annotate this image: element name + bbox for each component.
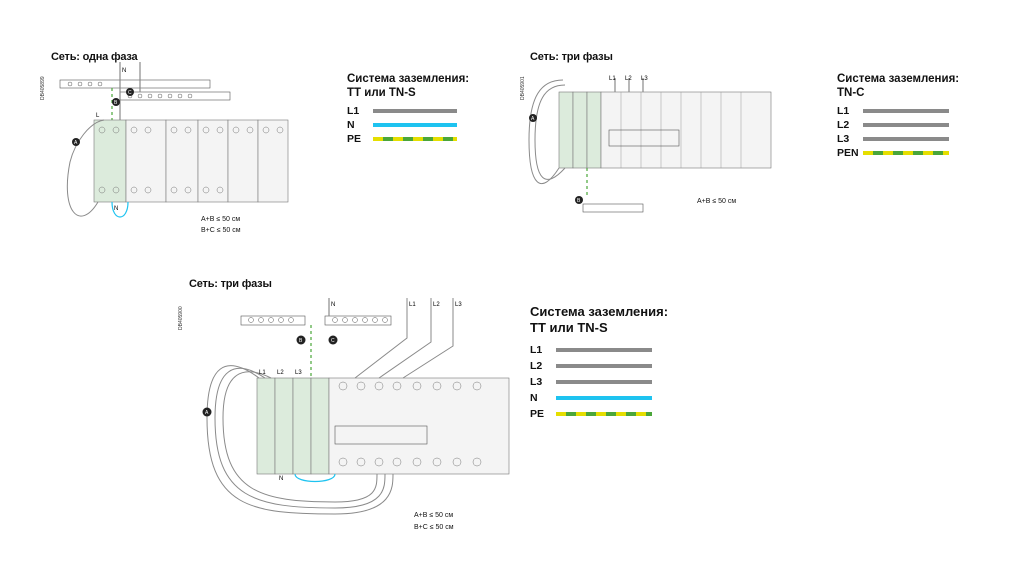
legend1-row: PE <box>347 132 469 146</box>
legend3-subtitle: TT или TN-S <box>530 320 608 335</box>
earth-bar <box>240 315 306 326</box>
diagram3-title: Сеть: три фазы <box>189 278 272 290</box>
earth-bar <box>59 79 211 89</box>
svg-text:L3: L3 <box>295 370 302 376</box>
legend3-title: Система заземления: <box>530 304 669 319</box>
svg-text:A: A <box>74 140 78 146</box>
diagram1-title: Сеть: одна фаза <box>51 51 138 63</box>
svg-text:N: N <box>279 476 283 482</box>
neutral-bar <box>324 315 392 326</box>
diagram3-schematic: N L1 L2 L3 L1 L2 L3 N A B C <box>202 298 510 515</box>
legend2: Система заземления: TN-C L1 L2 L3 PEN <box>837 72 959 160</box>
diagram3-note-2: B+C ≤ 50 см <box>414 524 454 531</box>
legend3: Система заземления: TT или TN-S L1 L2 L3… <box>530 304 668 422</box>
diagram3-note-1: A+B ≤ 50 см <box>414 512 454 519</box>
svg-text:N: N <box>331 302 335 308</box>
diagram1-note-1: A+B ≤ 50 см <box>201 216 241 223</box>
legend1-row: N <box>347 118 469 132</box>
pen-bar <box>582 203 644 213</box>
label-L: L <box>96 113 100 119</box>
svg-text:B: B <box>577 198 581 204</box>
svg-text:C: C <box>331 338 335 344</box>
svg-text:L3: L3 <box>455 302 462 308</box>
legend1-subtitle: TT или TN-S <box>347 87 416 99</box>
spd-module <box>93 119 127 203</box>
legend1-title: Система заземления: <box>347 73 470 85</box>
legend2-row: L3 <box>837 132 959 146</box>
diagram1-schematic: N L N A B C <box>59 62 289 218</box>
diagram3-code: DB405900 <box>178 306 184 330</box>
breaker <box>125 119 167 203</box>
svg-text:L2: L2 <box>433 302 440 308</box>
legend3-row: L2 <box>530 358 668 374</box>
legend3-row: L3 <box>530 374 668 390</box>
legend3-row: L1 <box>530 342 668 358</box>
legend2-subtitle: TN-C <box>837 87 865 99</box>
diagram2-schematic: L1 L2 L3 A B <box>528 76 772 213</box>
legend1: Система заземления: TT или TN-S L1 N PE <box>347 72 469 146</box>
svg-text:L2: L2 <box>277 370 284 376</box>
diagram1-note-2: B+C ≤ 50 см <box>201 227 241 234</box>
legend2-row: PEN <box>837 146 959 160</box>
legend2-row: L1 <box>837 104 959 118</box>
svg-text:B: B <box>299 338 303 344</box>
svg-text:A: A <box>205 410 209 416</box>
label-N-bottom: N <box>114 206 118 212</box>
neutral-bar <box>119 91 231 101</box>
svg-text:L3: L3 <box>641 76 648 82</box>
svg-text:L1: L1 <box>259 370 266 376</box>
svg-text:C: C <box>128 90 132 96</box>
svg-text:L2: L2 <box>625 76 632 82</box>
svg-text:L1: L1 <box>609 76 616 82</box>
legend1-row: L1 <box>347 104 469 118</box>
breaker <box>227 119 259 203</box>
legend2-row: L2 <box>837 118 959 132</box>
svg-text:A: A <box>531 116 535 122</box>
legend2-title: Система заземления: <box>837 73 960 85</box>
svg-text:L1: L1 <box>409 302 416 308</box>
svg-text:B: B <box>114 100 118 106</box>
diagram2-title: Сеть: три фазы <box>530 51 613 63</box>
breaker <box>257 119 289 203</box>
label-N: N <box>122 68 126 74</box>
legend3-row: N <box>530 390 668 406</box>
diagram2-note-1: A+B ≤ 50 см <box>697 198 737 205</box>
legend3-row: PE <box>530 406 668 422</box>
breaker <box>197 119 229 203</box>
